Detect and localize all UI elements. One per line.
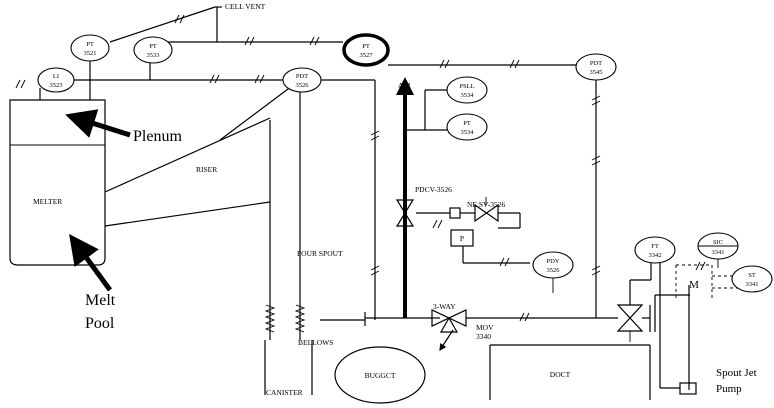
three-way-valve (431, 309, 467, 333)
instrument-pdt-3545[interactable]: PDT 3545 (575, 53, 617, 81)
plenum-label: Plenum (133, 128, 182, 145)
svg-text:PT: PT (149, 43, 157, 50)
instrument-st-3341[interactable]: ST 3341 (731, 265, 773, 293)
mov-valve (616, 304, 644, 342)
svg-text:3342: 3342 (649, 252, 662, 259)
pump-box (679, 382, 697, 395)
ne-sv-valve (474, 197, 499, 223)
svg-text:PDT: PDT (590, 60, 602, 67)
spout-jet-label: Spout Jet (716, 367, 757, 379)
instrument-pt-3534[interactable]: PT 3534 (446, 113, 488, 141)
instrument-sic-3341[interactable]: SIC 3341 (697, 232, 739, 260)
instrument-pt-3521[interactable]: PT 3521 (70, 34, 110, 62)
instrument-pdt-3526[interactable]: PDT 3526 (282, 67, 322, 93)
svg-text:ST: ST (748, 272, 756, 279)
bellows-left (264, 304, 276, 333)
svg-text:PSLL: PSLL (459, 83, 474, 90)
svg-text:SIC: SIC (713, 239, 723, 246)
instrument-psll-3534[interactable]: PSLL 3534 (446, 76, 488, 104)
buggy-label: BUGGCT (365, 371, 396, 380)
svg-text:3526: 3526 (296, 82, 310, 89)
riser-label: RISER (196, 165, 217, 174)
ne-sv-box (449, 207, 461, 219)
instrument-pt-3533[interactable]: PT 3533 (133, 36, 173, 64)
svg-text:PT: PT (86, 41, 94, 48)
svg-text:3545: 3545 (590, 69, 603, 76)
instrument-pt-3527[interactable]: PT 3527 (342, 33, 390, 67)
bellows-label: BELLOWS (298, 338, 333, 347)
p-controller-box[interactable]: P (450, 229, 474, 247)
svg-text:3534: 3534 (461, 92, 475, 99)
svg-text:3533: 3533 (147, 52, 160, 59)
melt-label: Melt (85, 292, 116, 309)
pour-spout-label: POUR SPOUT (297, 249, 343, 258)
svg-text:PT: PT (362, 43, 370, 50)
svg-text:PDY: PDY (546, 258, 559, 265)
svg-text:3527: 3527 (360, 52, 374, 59)
melter-label: MELTER (33, 197, 62, 206)
svg-text:FT: FT (651, 243, 659, 250)
canister-label: CANISTER (266, 388, 303, 397)
svg-text:3534: 3534 (461, 129, 475, 136)
svg-text:3521: 3521 (84, 50, 97, 57)
svg-text:3341: 3341 (746, 281, 759, 288)
pool-label: Pool (85, 315, 115, 332)
svg-text:3523: 3523 (50, 82, 63, 89)
bellows-right (294, 304, 306, 333)
piping-lines (9, 6, 760, 400)
pdcv-label: PDCV-3526 (415, 185, 452, 194)
mov-label: MOV (476, 323, 494, 332)
dock-label: DOCT (550, 370, 571, 379)
air-label: AIR (398, 81, 411, 90)
mov-number-label: 3340 (476, 332, 491, 341)
pump-label: Pump (716, 383, 742, 395)
svg-text:PT: PT (463, 120, 471, 127)
plenum-arrow (65, 109, 131, 138)
svg-text:P: P (460, 234, 464, 243)
instrument-li-3523[interactable]: LI 3523 (37, 67, 75, 93)
motor-m-box[interactable]: M (689, 279, 699, 291)
svg-text:M: M (689, 279, 699, 291)
instrument-pdy-3526[interactable]: PDY 3526 (532, 251, 574, 279)
buggy-tank (334, 346, 426, 404)
svg-text:LI: LI (53, 73, 59, 80)
svg-text:PDT: PDT (296, 73, 308, 80)
ne-sv-label: NE SV-3526 (467, 200, 506, 209)
cell-vent-label: CELL VENT (225, 2, 266, 11)
svg-text:3526: 3526 (547, 267, 561, 274)
svg-text:3341: 3341 (712, 249, 725, 256)
instrument-ft-3342[interactable]: FT 3342 (634, 236, 676, 264)
pdcv-valve (395, 199, 415, 227)
three-way-label: 3-WAY (433, 302, 456, 311)
melt-pool-arrow (69, 233, 113, 292)
